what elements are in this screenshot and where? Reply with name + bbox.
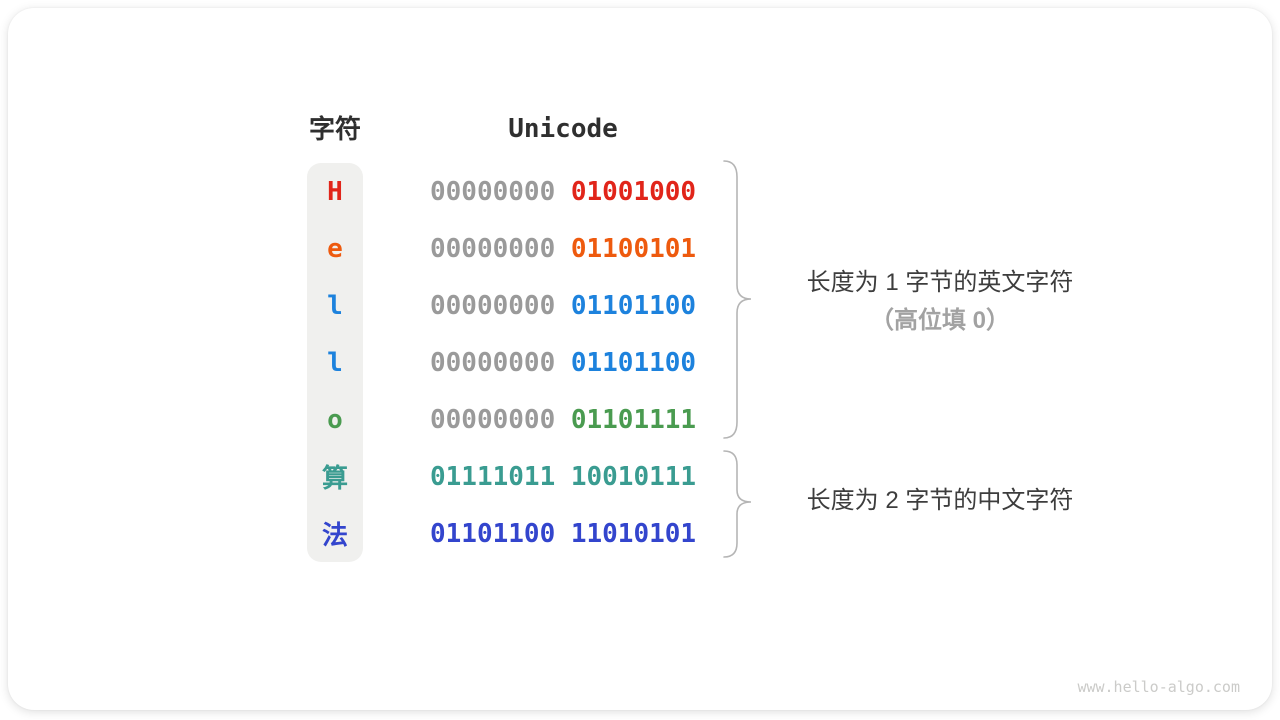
character-cell: H — [327, 176, 343, 207]
brace-chinese-group — [723, 450, 752, 558]
high-byte: 00000000 — [430, 347, 556, 378]
high-byte: 01101100 — [430, 518, 556, 549]
annotation-english-group: 长度为 1 字节的英文字符 （高位填 0） — [760, 268, 1120, 336]
annotation-chinese-group: 长度为 2 字节的中文字符 — [760, 486, 1120, 516]
column-header-character: 字符 — [308, 114, 361, 144]
high-byte: 00000000 — [430, 233, 556, 264]
figure-card — [8, 8, 1272, 710]
low-byte: 01101100 — [570, 290, 697, 321]
annotation-english-line2: （高位填 0） — [869, 307, 1010, 334]
character-column: H e l l o 算 法 — [307, 163, 363, 562]
annotation-chinese-line1: 长度为 2 字节的中文字符 — [806, 487, 1074, 514]
character-cell: e — [327, 233, 343, 264]
brace-english-group — [723, 160, 752, 439]
character-cell: 法 — [321, 521, 348, 551]
low-byte: 10010111 — [570, 461, 697, 492]
binary-row: 00000000 01100101 — [430, 220, 710, 277]
unicode-column: 00000000 01001000 00000000 01100101 0000… — [430, 163, 710, 562]
character-cell: 算 — [321, 464, 348, 494]
low-byte: 01001000 — [570, 176, 697, 207]
binary-row: 01111011 10010111 — [430, 448, 710, 505]
watermark-url: www.hello-algo.com — [1077, 678, 1240, 696]
binary-row: 00000000 01101111 — [430, 391, 710, 448]
low-byte: 01100101 — [570, 233, 697, 264]
character-cell: o — [327, 404, 343, 435]
annotation-english-line1: 长度为 1 字节的英文字符 — [806, 269, 1074, 296]
high-byte: 00000000 — [430, 176, 556, 207]
column-header-unicode: Unicode — [508, 114, 618, 144]
binary-row: 00000000 01001000 — [430, 163, 710, 220]
low-byte: 01101100 — [570, 347, 697, 378]
high-byte: 01111011 — [430, 461, 556, 492]
binary-row: 00000000 01101100 — [430, 277, 710, 334]
binary-row: 01101100 11010101 — [430, 505, 710, 562]
high-byte: 00000000 — [430, 290, 556, 321]
low-byte: 01101111 — [570, 404, 697, 435]
low-byte: 11010101 — [570, 518, 697, 549]
high-byte: 00000000 — [430, 404, 556, 435]
character-cell: l — [327, 290, 343, 321]
character-cell: l — [327, 347, 343, 378]
binary-row: 00000000 01101100 — [430, 334, 710, 391]
